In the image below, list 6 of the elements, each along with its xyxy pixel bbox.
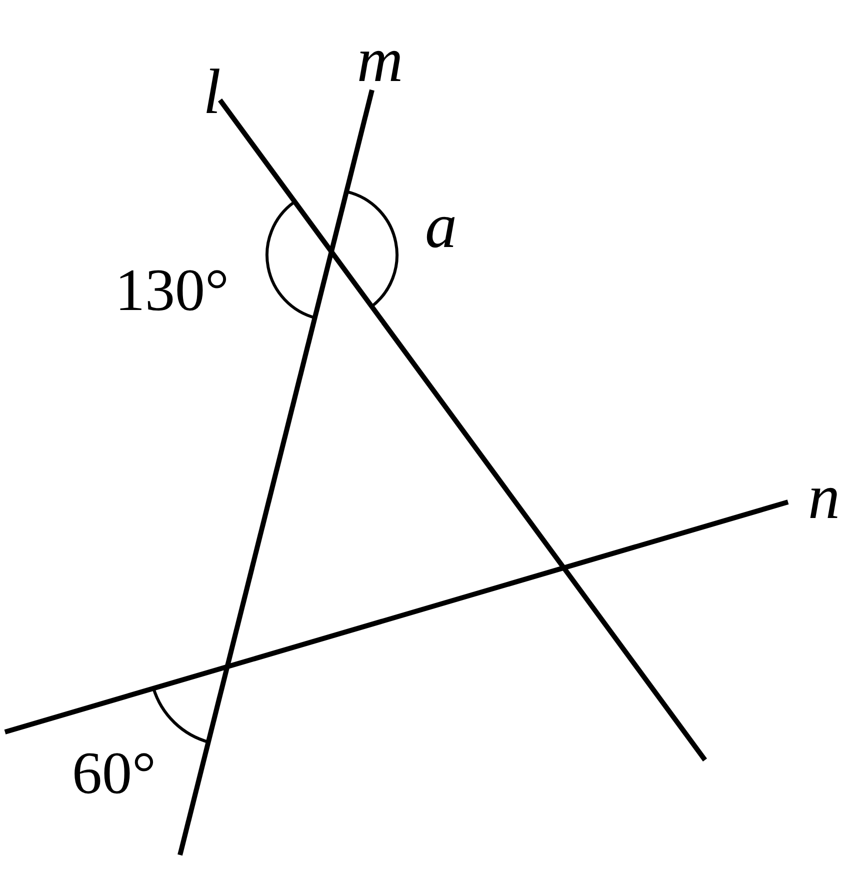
- angle-label: 60°: [72, 743, 156, 803]
- angle-label: a: [425, 194, 457, 258]
- line-label: m: [356, 28, 404, 92]
- line-label: n: [808, 465, 840, 529]
- line-label: l: [203, 60, 221, 124]
- angle-label: 130°: [115, 260, 229, 320]
